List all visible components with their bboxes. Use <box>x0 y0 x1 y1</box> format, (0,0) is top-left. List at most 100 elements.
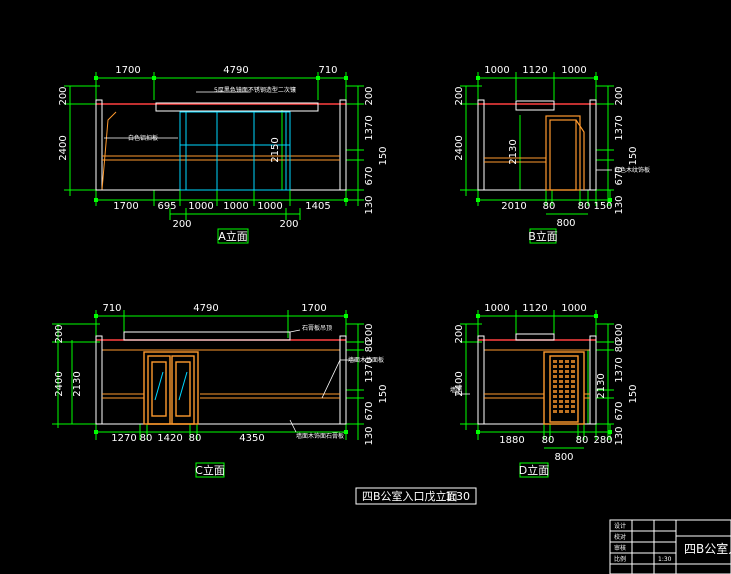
dim-label: 200 <box>364 86 375 105</box>
dim-label: 200 <box>172 219 191 230</box>
dim-label: 1000 <box>257 201 282 212</box>
door-pattern-cell <box>571 365 575 368</box>
door-pattern-cell <box>553 405 557 408</box>
door-pattern-cell <box>553 395 557 398</box>
dim-label: 1000 <box>188 201 213 212</box>
drawing-title-text: 四B公室入口戊立面 <box>362 489 458 503</box>
elevation-a-note: 白色铝扣板 <box>128 134 158 142</box>
dim-label: 280 <box>593 435 612 446</box>
door-pattern-cell <box>559 400 563 403</box>
door-pattern-cell <box>559 395 563 398</box>
dim-label: 800 <box>554 452 573 463</box>
drawing-title: 四B公室入口戊立面 1:30 <box>355 487 477 505</box>
door-pattern-cell <box>553 370 557 373</box>
dim-label: 1370 <box>364 357 375 382</box>
door-pattern-cell <box>565 375 569 378</box>
elevation-c-rails <box>102 393 340 399</box>
elevation-c-note: 石膏板吊顶 <box>302 324 332 332</box>
dim-label: 200 <box>454 324 465 343</box>
dim-label: 150 <box>628 384 639 403</box>
dim-label: 1700 <box>113 201 138 212</box>
door-pattern-cell <box>559 380 563 383</box>
door-pattern-cell <box>571 370 575 373</box>
door-pattern-cell <box>565 360 569 363</box>
door-pattern-cell <box>553 400 557 403</box>
elevation-a-top-dim-labels: 1700 4790 710 <box>115 65 337 76</box>
elevation-c: 710 4790 1700 1270 80 1420 80 4350 200 2… <box>52 303 389 478</box>
elevation-a-label: A立面 <box>218 229 248 243</box>
dim-label: 670 <box>364 166 375 185</box>
dim-label: 710 <box>318 65 337 76</box>
dim-label: 4790 <box>223 65 248 76</box>
dim-label: 2400 <box>54 371 65 396</box>
dim-label: 1120 <box>522 303 547 314</box>
dim-label: 200 <box>58 86 69 105</box>
dim-label: 1370 <box>614 357 625 382</box>
dim-label: 200 <box>54 324 65 343</box>
dim-label: 150 <box>628 146 639 165</box>
dim-label: 4350 <box>239 433 264 444</box>
door-pattern-cell <box>565 405 569 408</box>
elevation-d-dim-ticks <box>476 314 612 434</box>
dim-label: 80 <box>189 433 202 444</box>
door-pattern-cell <box>559 405 563 408</box>
door-pattern-cell <box>571 390 575 393</box>
elevation-c-leaders <box>289 329 356 433</box>
dim-label: 2400 <box>454 371 465 396</box>
dim-label: 80 <box>140 433 153 444</box>
dim-label: 80 <box>543 201 556 212</box>
dim-label: 2130 <box>596 373 607 398</box>
elevation-b-soffit <box>515 100 555 111</box>
elevation-a-glass-partition <box>179 111 291 191</box>
drawing-scale-text: 1:30 <box>445 490 470 503</box>
dim-label: 80 <box>578 201 591 212</box>
dim-label: 1120 <box>522 65 547 76</box>
elevation-d: 1000 1120 1000 1880 80 80 280 800 200 24… <box>450 303 639 478</box>
title-block-scale: 1:30 <box>658 556 672 563</box>
elevation-c-dim-lines <box>52 310 364 440</box>
elevation-b-dim-ticks <box>476 76 612 202</box>
door-pattern-cell <box>565 365 569 368</box>
elevation-d-rails <box>484 393 590 399</box>
elevation-c-soffit <box>123 331 291 341</box>
dim-label: 2130 <box>72 371 83 396</box>
dim-label: 2010 <box>501 201 526 212</box>
elevation-a-rails <box>102 155 340 161</box>
dim-label: 80 <box>364 340 375 353</box>
elevation-b-rails <box>484 157 546 163</box>
dim-label: 200 <box>614 86 625 105</box>
door-pattern-cell <box>553 385 557 388</box>
door-pattern-cell <box>553 375 557 378</box>
dim-label: 2400 <box>454 135 465 160</box>
dim-label: 1000 <box>484 65 509 76</box>
door-pattern-cell <box>571 395 575 398</box>
door-pattern-cell <box>553 380 557 383</box>
door-pattern-cell <box>571 410 575 413</box>
dim-label: 670 <box>614 166 625 185</box>
elevation-a-left-side <box>101 111 117 191</box>
elevation-c-label-box <box>195 462 225 478</box>
dim-label: 670 <box>614 401 625 420</box>
door-pattern-cell <box>559 375 563 378</box>
door-pattern-cell <box>553 410 557 413</box>
title-block: 设计 校对 审核 比例 1:30 四B公室入口 <box>609 519 731 574</box>
door-pattern-cell <box>571 360 575 363</box>
door-pattern-cell <box>571 405 575 408</box>
elevation-c-door-glass <box>154 371 188 401</box>
door-pattern-cell <box>553 365 557 368</box>
dim-label: 1405 <box>305 201 330 212</box>
door-pattern-cell <box>559 385 563 388</box>
door-pattern-cell <box>571 385 575 388</box>
dim-label: 130 <box>614 426 625 445</box>
elevation-b-door-frame <box>545 115 585 191</box>
dim-label: 130 <box>364 426 375 445</box>
dim-label: 200 <box>454 86 465 105</box>
dim-label: 150 <box>593 201 612 212</box>
dim-label: 1420 <box>157 433 182 444</box>
elevation-b-label-box <box>529 228 557 244</box>
dim-label: 1370 <box>614 115 625 140</box>
door-pattern-cell <box>559 410 563 413</box>
elevation-d-door-pattern <box>553 360 575 413</box>
elevation-c-label: C立面 <box>195 463 225 477</box>
